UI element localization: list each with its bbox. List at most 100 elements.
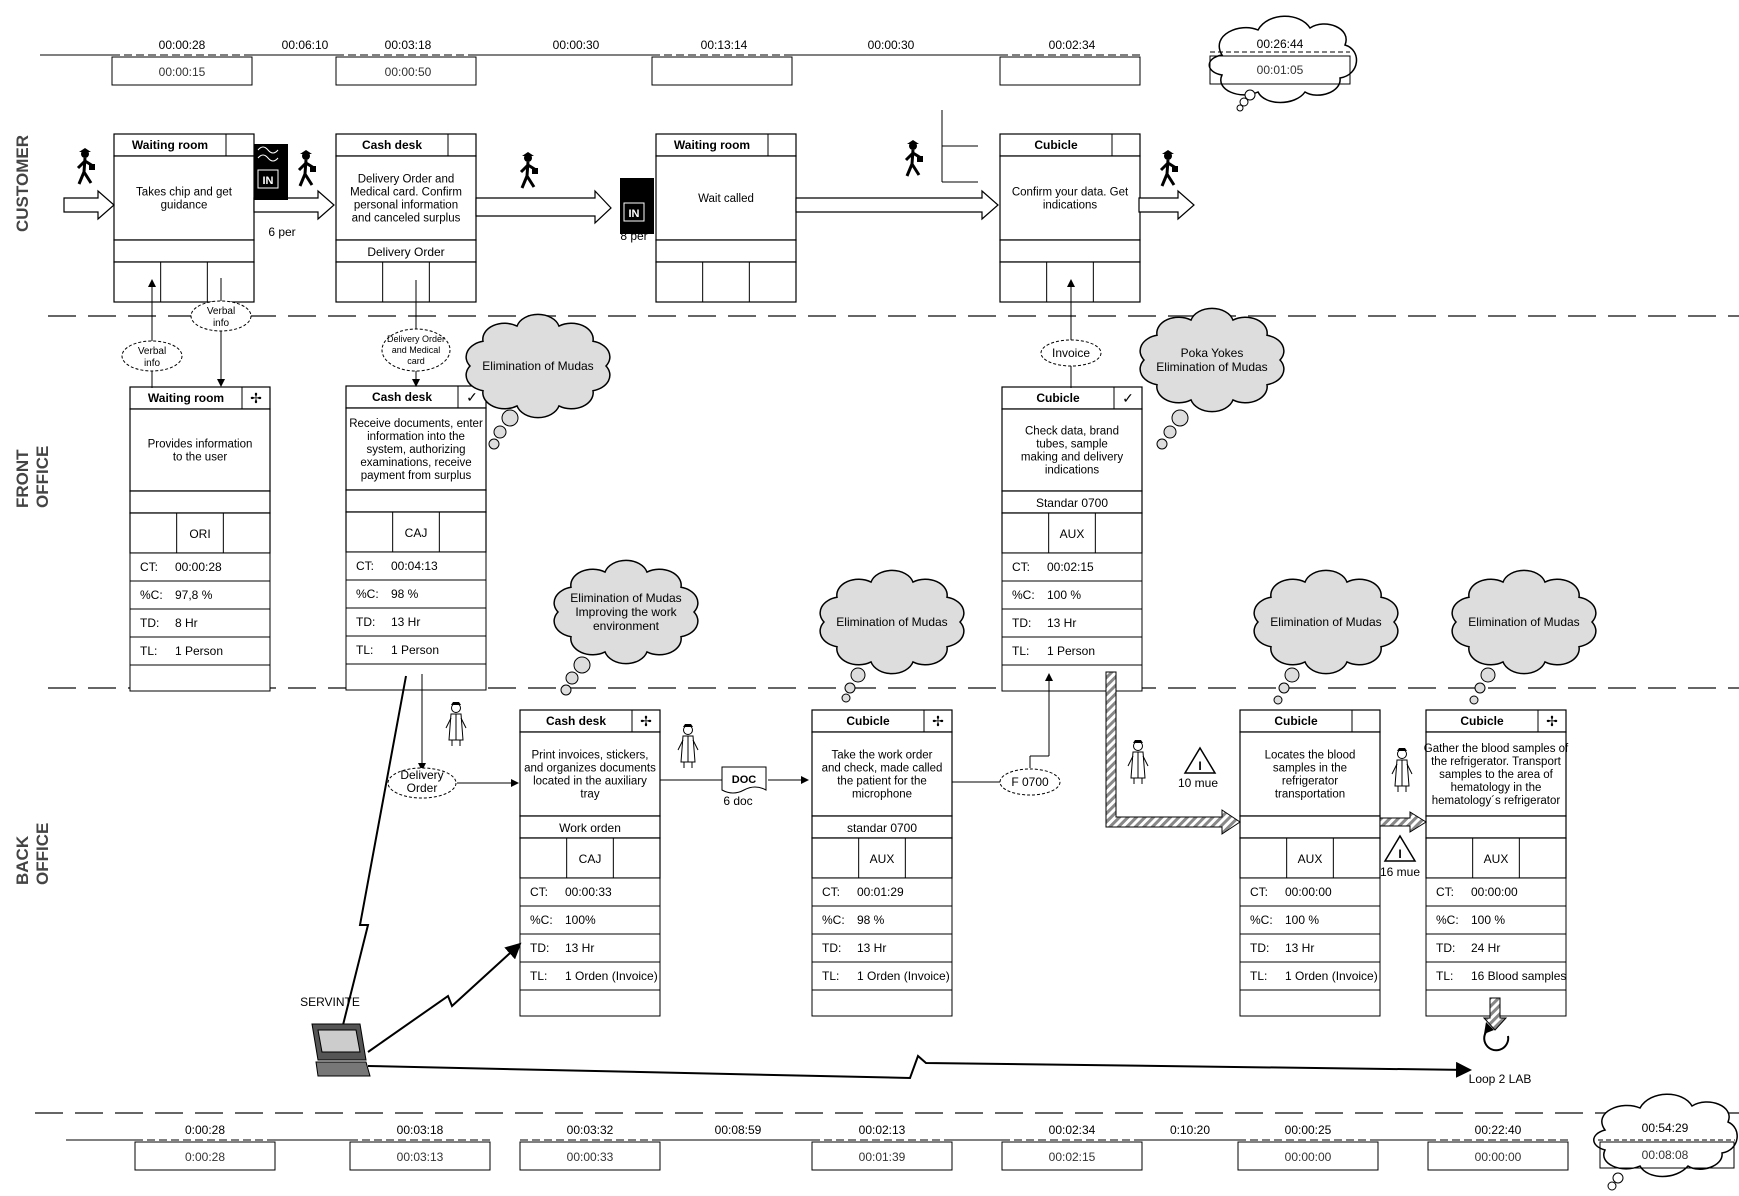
metrics-table: CT:00:00:00%C:100 %TD:13 HrTL:1 Orden (I… bbox=[1240, 878, 1380, 1016]
timeline-wait-value: 00:03:18 bbox=[385, 38, 432, 52]
delivery-order-label-2: Order bbox=[407, 781, 438, 795]
walking-person-icon bbox=[78, 148, 95, 184]
inventory-label-1: 10 mue bbox=[1178, 776, 1218, 790]
metric-label: TD: bbox=[1250, 941, 1269, 955]
metric-value-td: 13 Hr bbox=[391, 615, 420, 629]
process-title: Waiting room bbox=[148, 391, 224, 405]
metric-value-ct: 00:00:00 bbox=[1285, 885, 1332, 899]
flag-icon bbox=[942, 110, 978, 182]
verbal-info-label-2: info bbox=[213, 318, 230, 329]
computer-icon bbox=[312, 1024, 370, 1076]
metric-label: TD: bbox=[1436, 941, 1455, 955]
total-lower-bottom: 00:08:08 bbox=[1642, 1148, 1689, 1162]
timeline-process-value: 00:01:39 bbox=[859, 1150, 906, 1164]
lab-technician-icon bbox=[678, 724, 698, 768]
doc-count-label: 6 doc bbox=[723, 794, 752, 808]
walking-person-icon bbox=[906, 140, 923, 176]
timeline-process-value: 00:03:13 bbox=[397, 1150, 444, 1164]
process-description: personal information bbox=[354, 200, 458, 212]
metric-label: %C: bbox=[140, 588, 163, 602]
metric-label: TL: bbox=[530, 969, 547, 983]
process-description: located in the auxiliary bbox=[533, 776, 647, 788]
process-description: indications bbox=[1043, 200, 1098, 212]
metric-label: CT: bbox=[356, 559, 374, 573]
metric-label: TL: bbox=[1012, 644, 1029, 658]
process-code: AUX bbox=[870, 852, 895, 866]
metric-value-ct: 00:04:13 bbox=[391, 559, 438, 573]
metric-value-tl: 1 Orden (Invoice) bbox=[565, 969, 658, 983]
total-upper-bottom: 00:54:29 bbox=[1642, 1121, 1689, 1135]
process-description: Check data, brand bbox=[1025, 426, 1119, 438]
metric-value-td: 8 Hr bbox=[175, 616, 198, 630]
process-box: Waiting roomTakes chip and getguidance bbox=[114, 134, 254, 302]
timeline-wait-value: 00:03:32 bbox=[567, 1123, 614, 1137]
metric-label: CT: bbox=[530, 885, 548, 899]
timeline-wait-value: 00:08:59 bbox=[715, 1123, 762, 1137]
timeline-top: 00:00:2800:06:1000:03:1800:00:3000:13:14… bbox=[40, 38, 1140, 85]
metric-label: TD: bbox=[530, 941, 549, 955]
kaizen-cloud-text: Elimination of Mudas bbox=[1270, 615, 1381, 629]
process-description: indications bbox=[1045, 465, 1100, 477]
delivery-medical-label: Delivery Order bbox=[387, 334, 445, 344]
timeline-wait-value: 00:02:13 bbox=[859, 1123, 906, 1137]
total-lower-top: 00:01:05 bbox=[1257, 63, 1304, 77]
delivery-medical-label-2: and Medical bbox=[392, 345, 441, 355]
metric-value-td: 13 Hr bbox=[1047, 616, 1076, 630]
metric-value-tl: 1 Person bbox=[391, 643, 439, 657]
metric-label: TL: bbox=[1250, 969, 1267, 983]
process-description: microphone bbox=[852, 789, 912, 801]
kaizen-cloud-text: Improving the work bbox=[575, 605, 677, 619]
metric-label: CT: bbox=[1012, 560, 1030, 574]
process-title: Cubicle bbox=[1460, 714, 1504, 728]
process-box: Cubicle✢Take the work orderand check, ma… bbox=[812, 710, 952, 1016]
metrics-table: CT:00:01:29%C:98 %TD:13 HrTL:1 Orden (In… bbox=[812, 878, 952, 1016]
kaizen-star-icon: ✢ bbox=[640, 713, 652, 729]
process-standard: Work orden bbox=[559, 821, 621, 835]
process-title: Cash desk bbox=[546, 714, 606, 728]
metric-value-tl: 1 Orden (Invoice) bbox=[857, 969, 950, 983]
process-description: Gather the blood samples of bbox=[1424, 743, 1569, 755]
kaizen-cloud-text: Elimination of Mudas bbox=[1156, 360, 1267, 374]
timeline-process-value: 00:02:15 bbox=[1049, 1150, 1096, 1164]
metric-label: CT: bbox=[140, 560, 158, 574]
metric-value-td: 13 Hr bbox=[857, 941, 886, 955]
process-description: and organizes documents bbox=[524, 763, 656, 775]
servinte-label: SERVINTE bbox=[300, 995, 360, 1009]
metric-label: %C: bbox=[1436, 913, 1459, 927]
process-code: AUX bbox=[1060, 527, 1085, 541]
metric-value-pc: 98 % bbox=[857, 913, 885, 927]
process-description: examinations, receive bbox=[360, 457, 471, 469]
timeline-process-value: 0:00:28 bbox=[185, 1150, 225, 1164]
process-description: samples in the bbox=[1273, 763, 1347, 775]
check-icon: ✓ bbox=[1122, 390, 1134, 406]
metric-label: CT: bbox=[822, 885, 840, 899]
metric-label: %C: bbox=[1250, 913, 1273, 927]
metric-value-ct: 00:00:00 bbox=[1471, 885, 1518, 899]
process-description: Provides information bbox=[148, 439, 253, 451]
timeline-wait-value: 00:00:25 bbox=[1285, 1123, 1332, 1137]
timeline-process-value: 00:00:50 bbox=[385, 65, 432, 79]
inventory-label-2: 16 mue bbox=[1380, 865, 1420, 879]
process-description: making and delivery bbox=[1021, 452, 1124, 464]
process-title: Cubicle bbox=[1274, 714, 1318, 728]
metric-value-td: 13 Hr bbox=[565, 941, 594, 955]
process-box: Cash desk✢Print invoices, stickers,and o… bbox=[520, 710, 660, 1016]
lab-technician-icon bbox=[446, 702, 466, 746]
process-description: guidance bbox=[161, 200, 208, 212]
timeline-wait-value: 00:03:18 bbox=[397, 1123, 444, 1137]
metric-value-td: 13 Hr bbox=[1285, 941, 1314, 955]
information-flows bbox=[152, 278, 1071, 783]
lane-label-customer: CUSTOMER bbox=[13, 135, 32, 232]
walking-person-icon bbox=[299, 150, 316, 186]
check-icon: ✓ bbox=[466, 389, 478, 405]
kaizen-star-icon: ✢ bbox=[1546, 713, 1558, 729]
process-description: hematology in the bbox=[1451, 782, 1542, 794]
kaizen-cloud-text: Elimination of Mudas bbox=[482, 359, 593, 373]
kaizen-cloud: Elimination of Mudas bbox=[466, 314, 610, 449]
